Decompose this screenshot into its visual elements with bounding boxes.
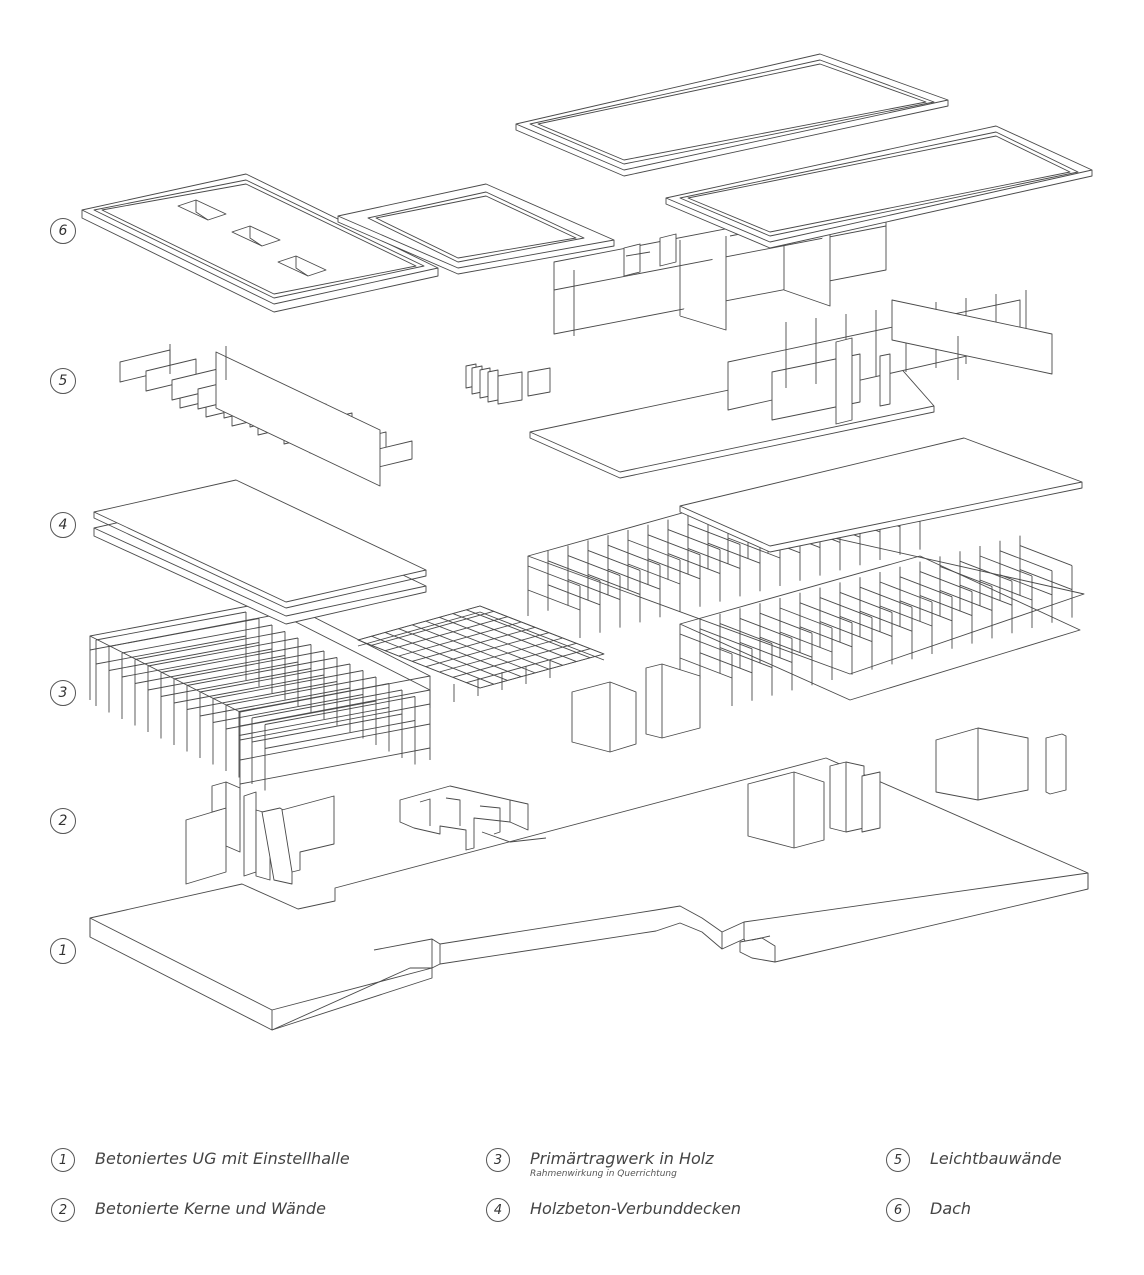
level-5-light-walls xyxy=(119,290,1053,487)
legend-text-group: Primärtragwerk in Holz Rahmenwirkung in … xyxy=(530,1148,714,1179)
legend-item-4: 4 Holzbeton-Verbunddecken xyxy=(486,1198,741,1222)
level-2-cores xyxy=(185,761,881,885)
level-marker-3: 3 xyxy=(50,680,76,706)
level-3-timber-frame xyxy=(89,467,1085,801)
legend-item-2: 2 Betonierte Kerne und Wände xyxy=(51,1198,326,1222)
legend-item-5: 5 Leichtbauwände xyxy=(886,1148,1062,1172)
level-marker-1: 1 xyxy=(50,938,76,964)
level-6-roof xyxy=(81,53,1093,336)
legend-text: Betonierte Kerne und Wände xyxy=(95,1199,326,1218)
legend-number: 4 xyxy=(486,1198,510,1222)
legend-number: 3 xyxy=(486,1148,510,1172)
legend-text: Betoniertes UG mit Einstellhalle xyxy=(95,1149,350,1168)
legend-text: Holzbeton-Verbunddecken xyxy=(530,1199,742,1218)
level-marker-2: 2 xyxy=(50,808,76,834)
legend-number: 2 xyxy=(51,1198,75,1222)
legend-text: Dach xyxy=(930,1199,972,1218)
level-marker-4: 4 xyxy=(50,512,76,538)
axonometric-drawing xyxy=(81,53,1093,1031)
legend-number: 1 xyxy=(51,1148,75,1172)
legend-text: Leichtbauwände xyxy=(930,1149,1062,1168)
legend-subtext: Rahmenwirkung in Querrichtung xyxy=(530,1169,677,1179)
legend-number: 5 xyxy=(886,1148,910,1172)
legend-number: 6 xyxy=(886,1198,910,1222)
level-marker-6: 6 xyxy=(50,218,76,244)
legend-item-6: 6 Dach xyxy=(886,1198,971,1222)
legend-text: Primärtragwerk in Holz xyxy=(530,1149,714,1168)
level-marker-5: 5 xyxy=(50,368,76,394)
legend-item-1: 1 Betoniertes UG mit Einstellhalle xyxy=(51,1148,350,1172)
exploded-axonometric-diagram xyxy=(81,53,1093,1031)
legend-item-3: 3 Primärtragwerk in Holz Rahmenwirkung i… xyxy=(486,1148,714,1179)
